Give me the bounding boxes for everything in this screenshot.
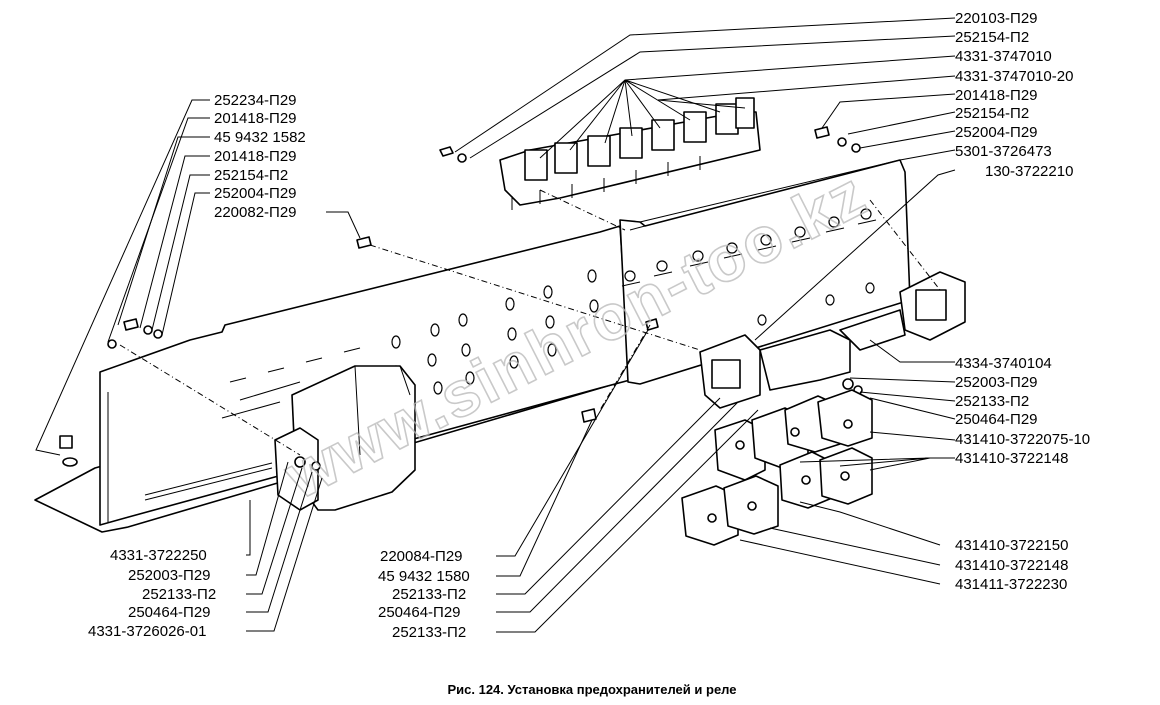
label-252133-p2-bc-b: 252133-П2	[392, 624, 466, 641]
label-250464-p29-bc: 250464-П29	[378, 604, 461, 621]
figure-caption: Рис. 124. Установка предохранителей и ре…	[447, 682, 736, 697]
fuse-clips	[621, 208, 877, 287]
label-130-3722210: 130-3722210	[985, 163, 1073, 180]
label-45-9432-1580: 45 9432 1580	[378, 568, 470, 585]
label-201418-p29-right: 201418-П29	[955, 87, 1038, 104]
screws	[59, 126, 861, 467]
panel-slots	[229, 347, 361, 383]
label-431410-3722075-10: 431410-3722075-10	[955, 431, 1090, 448]
leader-lines	[35, 17, 956, 633]
label-252154-p2-top: 252154-П2	[955, 29, 1029, 46]
label-252133-p2-right: 252133-П2	[955, 393, 1029, 410]
label-45-9432-1582: 45 9432 1582	[214, 129, 306, 146]
labels-right: 220103-П29 252154-П2 4331-3747010 4331-3…	[955, 10, 1090, 593]
label-252003-p29-right: 252003-П29	[955, 374, 1038, 391]
labels-left: 252234-П29 201418-П29 45 9432 1582 20141…	[214, 92, 306, 221]
label-5301-3726473: 5301-3726473	[955, 143, 1052, 160]
label-252003-p29-bl: 252003-П29	[128, 567, 211, 584]
cover-housing	[274, 365, 416, 511]
relay-cluster	[681, 389, 873, 546]
label-431410-3722148-a: 431410-3722148	[955, 450, 1068, 467]
labels-bottom-left: 4331-3722250 252003-П29 252133-П2 250464…	[88, 547, 216, 640]
label-431411-3722230: 431411-3722230	[955, 576, 1067, 593]
label-252234-p29: 252234-П29	[214, 92, 297, 109]
label-220103-p29: 220103-П29	[955, 10, 1038, 27]
fuse-block	[499, 97, 761, 210]
label-220082-p29: 220082-П29	[214, 204, 297, 221]
label-4331-3747010-20: 4331-3747010-20	[955, 68, 1073, 85]
label-4331-3722250: 4331-3722250	[110, 547, 207, 564]
label-201418-p29-left-b: 201418-П29	[214, 148, 297, 165]
assembly-drawing	[34, 97, 966, 546]
label-252004-p29-right: 252004-П29	[955, 124, 1038, 141]
assembly-axes	[119, 189, 941, 456]
labels-bottom-center: 220084-П29 45 9432 1580 252133-П2 250464…	[378, 548, 470, 641]
label-252133-p2-bl: 252133-П2	[142, 586, 216, 603]
label-252154-p2-right: 252154-П2	[955, 105, 1029, 122]
label-431410-3722148-b: 431410-3722148	[955, 557, 1068, 574]
label-252004-p29-left: 252004-П29	[214, 185, 297, 202]
label-220084-p29: 220084-П29	[380, 548, 463, 565]
label-431410-3722150: 431410-3722150	[955, 537, 1068, 554]
label-250464-p29-right: 250464-П29	[955, 411, 1038, 428]
label-201418-p29-left-a: 201418-П29	[214, 110, 297, 127]
label-252133-p2-bc-a: 252133-П2	[392, 586, 466, 603]
fuse-modules	[524, 97, 755, 181]
relay-bracket	[699, 271, 966, 409]
label-4334-3740104: 4334-3740104	[955, 355, 1052, 372]
label-250464-p29-bl: 250464-П29	[128, 604, 211, 621]
label-4331-3747010: 4331-3747010	[955, 48, 1052, 65]
label-4331-3726026-01: 4331-3726026-01	[88, 623, 206, 640]
label-252154-p2-left: 252154-П2	[214, 167, 288, 184]
